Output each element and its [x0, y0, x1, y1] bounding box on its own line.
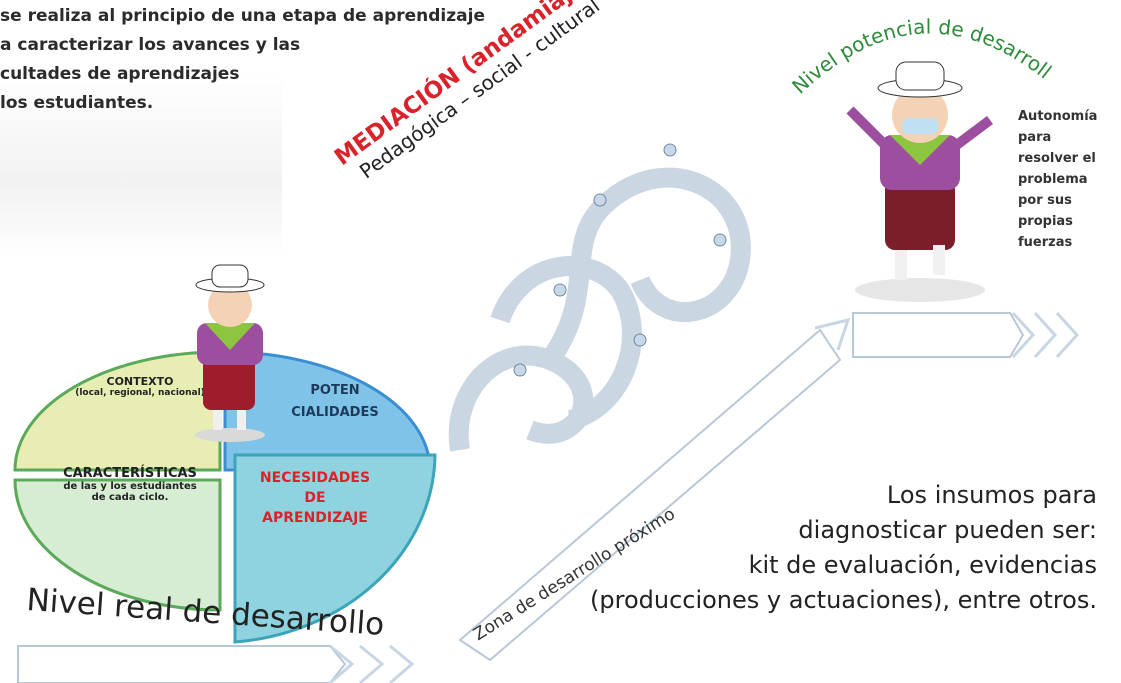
chevron-icon [1011, 311, 1036, 359]
pie-label-necesidades: NECESIDADES DE APRENDIZAJE [240, 468, 390, 528]
insumos-line: kit de evaluación, evidencias [748, 551, 1097, 579]
autonomy-line: problema [1018, 172, 1088, 187]
potencialidades-label-2: CIALIDADES [291, 405, 379, 420]
necesidades-label-1: NECESIDADES [259, 470, 371, 486]
insumos-line: (producciones y actuaciones), entre otro… [590, 586, 1097, 614]
pie-diagram [13, 350, 437, 644]
intro-line: cultades de aprendizajes [0, 64, 240, 84]
contexto-segment [13, 350, 222, 472]
intro-line: los estudiantes. [0, 93, 154, 113]
caracteristicas-sublabel-2: de cada ciclo. [91, 492, 169, 503]
chevron-icon [1055, 311, 1080, 359]
autonomy-line: para [1018, 130, 1052, 145]
potencialidades-label-1: POTEN [310, 383, 360, 398]
necesidades-label-3: APRENDIZAJE [262, 510, 368, 526]
autonomy-line: fuerzas [1018, 235, 1073, 250]
insumos-line: diagnosticar pueden ser: [798, 516, 1097, 544]
pie-label-contexto: CONTEXTO (local, regional, nacional) [75, 375, 205, 398]
chevron-icon [329, 644, 355, 683]
intro-line: se realiza al principio de una etapa de … [0, 6, 485, 26]
autonomy-line: por sus [1018, 193, 1072, 208]
intro-text: se realiza al principio de una etapa de … [0, 2, 600, 118]
chevron-icon [359, 644, 385, 683]
pie-label-potencialidades: POTEN CIALIDADES [265, 380, 405, 424]
necesidades-segment [233, 453, 437, 644]
caracteristicas-segment [13, 478, 222, 612]
insumos-line: Los insumos para [886, 481, 1097, 509]
zone-arrow [458, 317, 851, 662]
contexto-label: CONTEXTO [106, 375, 174, 388]
pie-label-caracteristicas: CARACTERÍSTICAS de las y los estudiantes… [50, 466, 210, 503]
real-level-arrow [17, 644, 415, 683]
chevron-icon [389, 644, 415, 683]
necesidades-label-2: DE [304, 490, 326, 506]
caracteristicas-sublabel-1: de las y los estudiantes [63, 481, 197, 492]
insumos-text: Los insumos para diagnosticar pueden ser… [537, 478, 1097, 618]
girl-illustration-potential [846, 61, 993, 302]
autonomy-line: Autonomía [1018, 109, 1098, 124]
intro-line: a caracterizar los avances y las [0, 35, 301, 55]
girl-illustration-real [195, 264, 265, 442]
autonomy-line: resolver el [1018, 151, 1096, 166]
chevron-icon [814, 317, 851, 351]
scaffold-spiral-illustration [448, 143, 751, 452]
contexto-sublabel: (local, regional, nacional) [75, 388, 205, 398]
autonomy-line: propias [1018, 214, 1073, 229]
chevron-icon [1033, 311, 1058, 359]
potential-level-arrow [852, 311, 1080, 359]
autonomy-text: Autonomía para resolver el problema por … [1018, 106, 1118, 253]
caracteristicas-label: CARACTERÍSTICAS [63, 466, 197, 481]
